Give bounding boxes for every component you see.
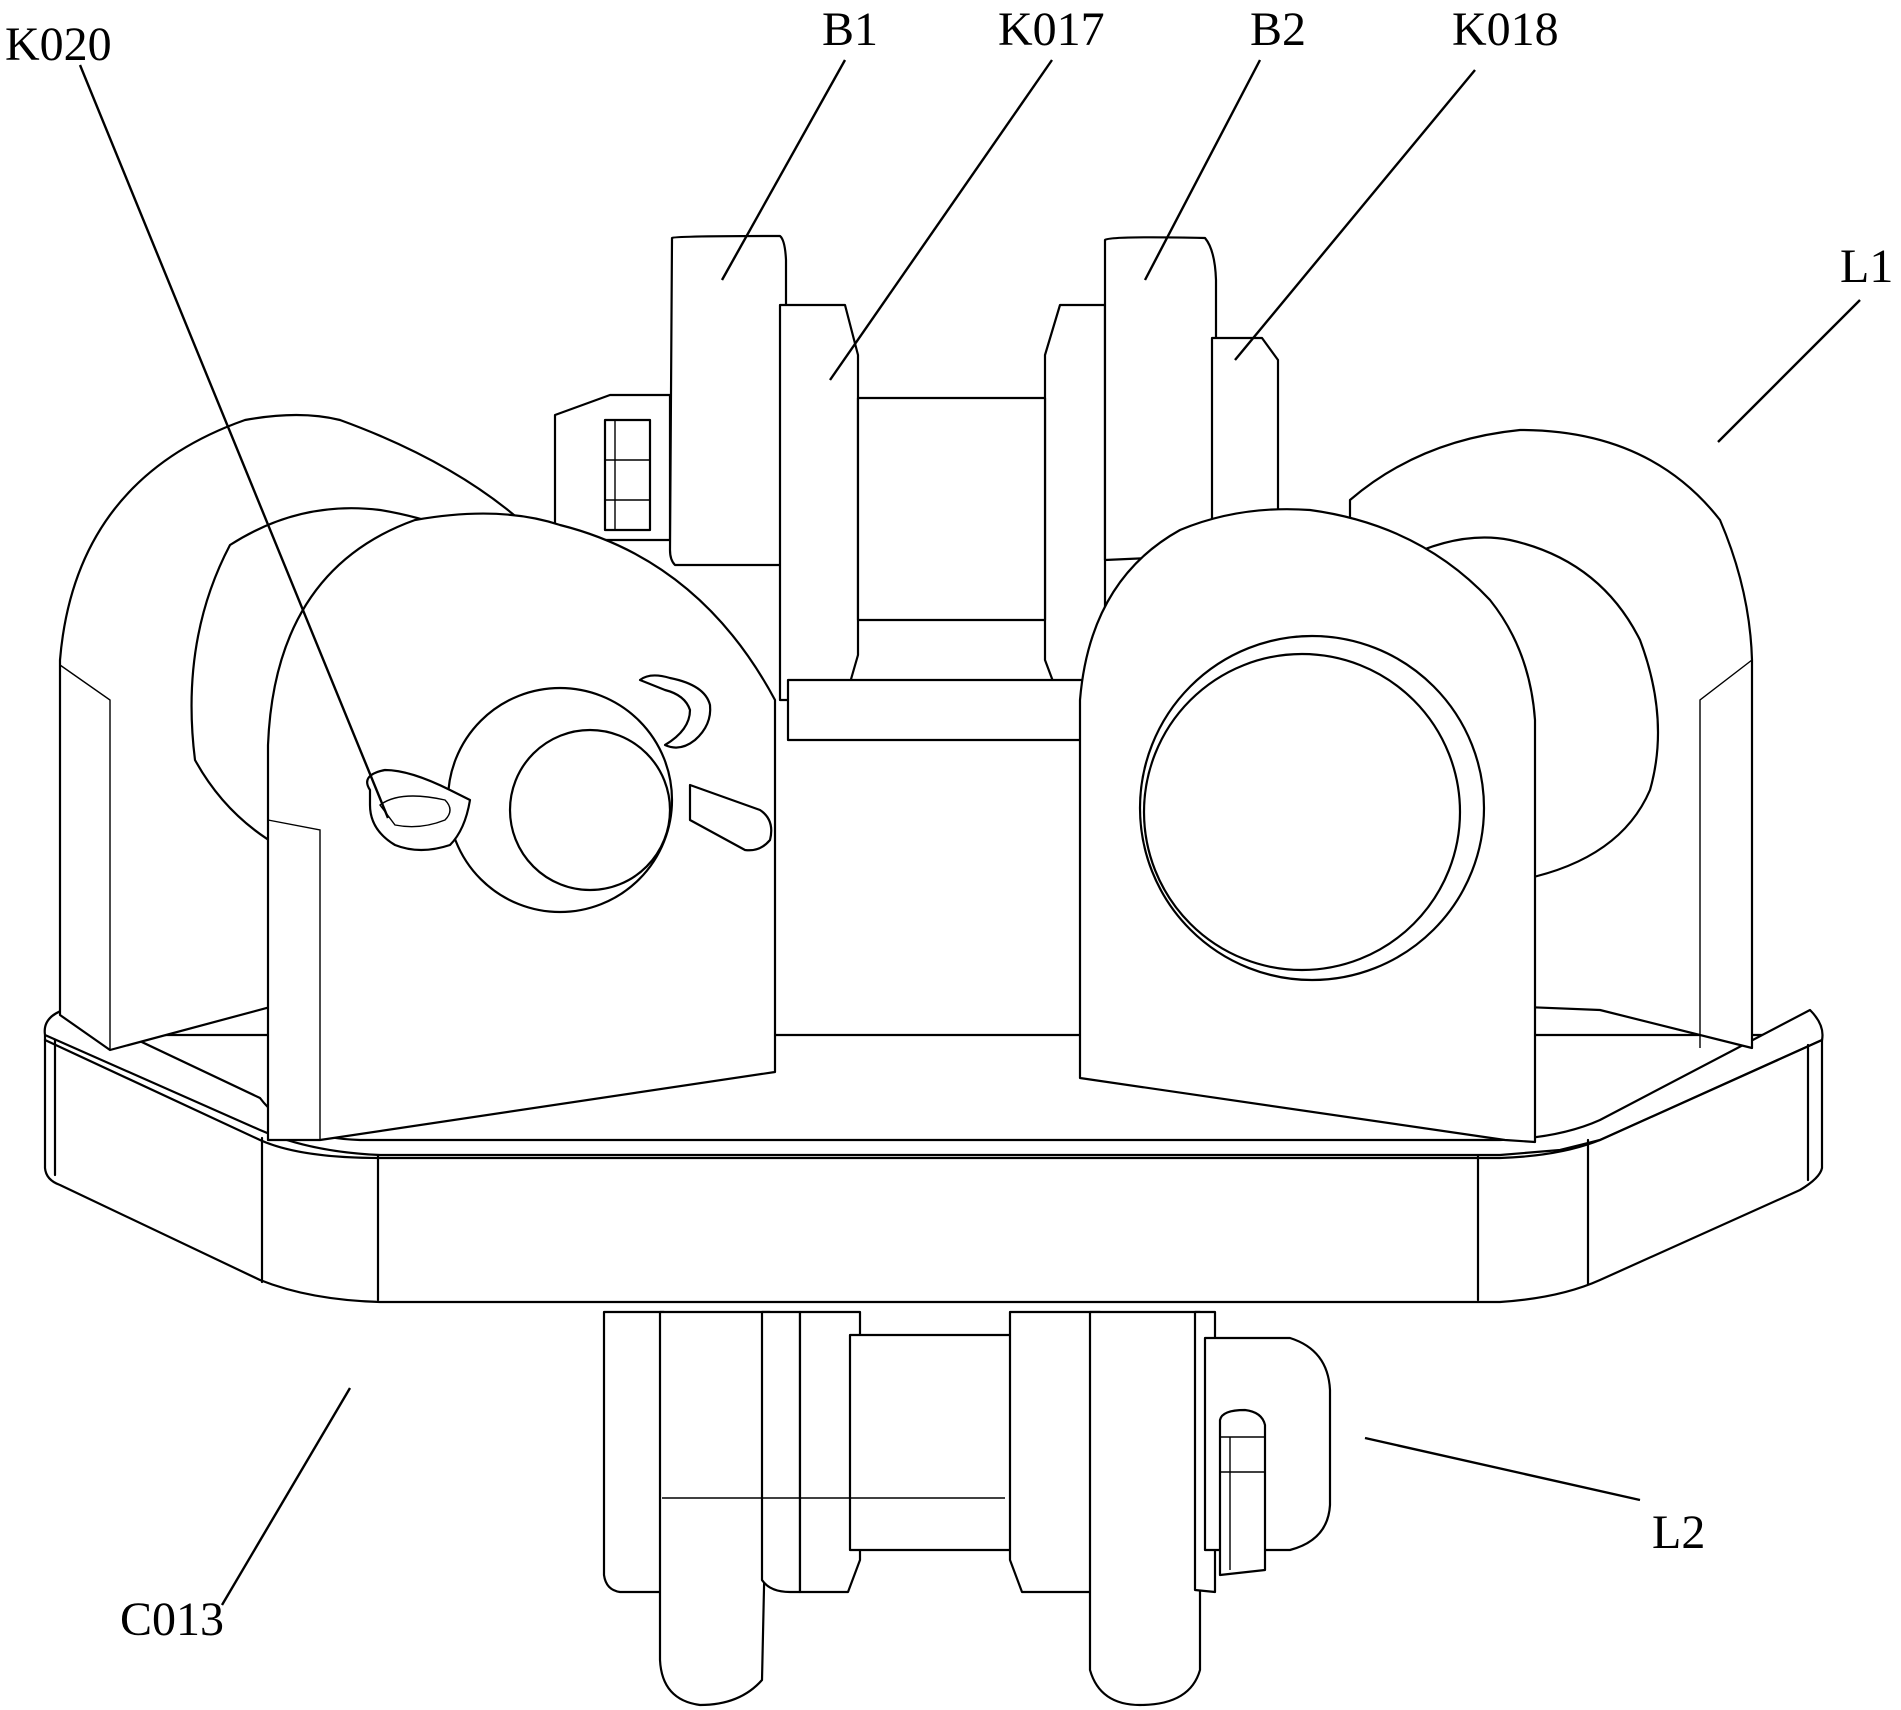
right-pillow-block <box>1078 428 1754 1144</box>
label-b1: B1 <box>822 3 878 56</box>
lower-roller-assembly <box>602 1310 1332 1707</box>
leader-k020 <box>78 64 390 819</box>
label-k017: K017 <box>998 3 1105 56</box>
leader-k018 <box>1234 69 1476 361</box>
leader-k017 <box>829 59 1053 381</box>
left-pillow-block <box>58 413 777 1142</box>
leader-b2 <box>1143 59 1262 281</box>
leader-lines <box>78 59 1861 1606</box>
reference-labels: K020 B1 K017 B2 K018 L1 L2 C013 <box>5 3 1893 1646</box>
label-k018: K018 <box>1452 3 1559 56</box>
label-l2: L2 <box>1652 1506 1705 1559</box>
leader-l2 <box>1364 1436 1641 1502</box>
label-l1: L1 <box>1840 240 1893 293</box>
leader-c013 <box>220 1387 352 1606</box>
label-c013: C013 <box>120 1593 224 1646</box>
leader-b1 <box>720 59 847 281</box>
leader-l1 <box>1717 299 1861 443</box>
label-k020: K020 <box>5 18 112 71</box>
upper-roller-assembly <box>553 234 1280 742</box>
label-b2: B2 <box>1250 3 1306 56</box>
